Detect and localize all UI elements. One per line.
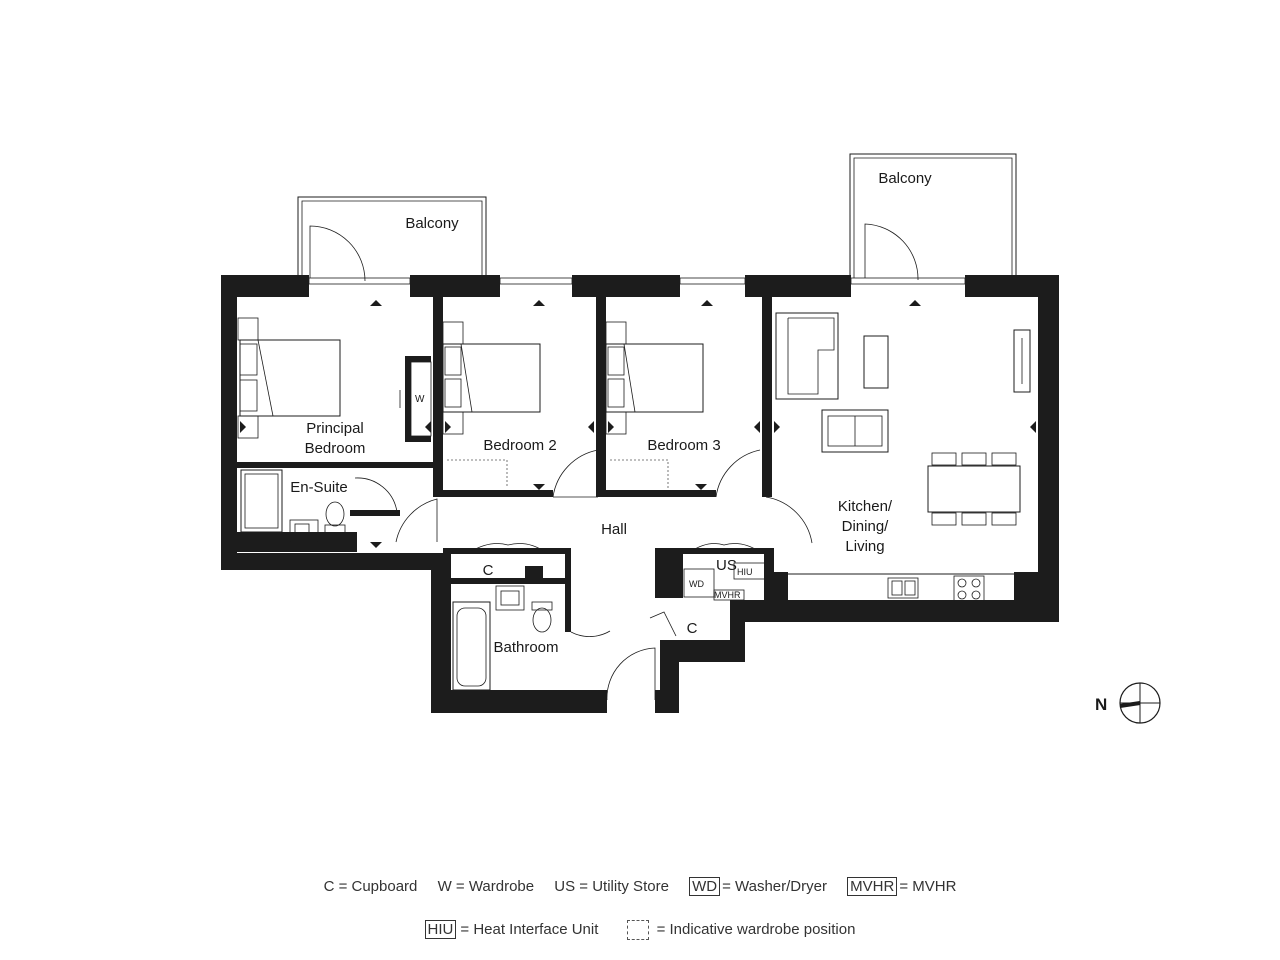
legend-hiu: HIU= Heat Interface Unit bbox=[424, 919, 599, 939]
fixture-markers bbox=[240, 300, 1036, 548]
cupboard-label-2: C bbox=[687, 620, 698, 637]
legend-hiu-code: HIU bbox=[424, 919, 457, 939]
bed-bedroom-3 bbox=[605, 321, 704, 488]
interior-walls bbox=[237, 297, 1038, 632]
legend-mvhr-text: = MVHR bbox=[899, 878, 957, 895]
kitchen-counter bbox=[788, 573, 1014, 603]
balcony-left bbox=[297, 196, 487, 282]
kitchen-label-1: Kitchen/ bbox=[838, 498, 893, 515]
principal-bedroom-label-1: Principal bbox=[306, 420, 364, 437]
north-label: N bbox=[1095, 695, 1107, 714]
kitchen-label-3: Living bbox=[845, 538, 884, 555]
kitchen-label-2: Dining/ bbox=[842, 518, 890, 535]
legend-utility: US = Utility Store bbox=[554, 878, 669, 895]
wardrobe-label: W bbox=[415, 394, 425, 405]
legend-wd-code: WD bbox=[689, 877, 721, 896]
hiu-label: HIU bbox=[737, 567, 753, 577]
legend-wardrobe-position-text: = Indicative wardrobe position bbox=[656, 920, 856, 938]
exterior-walls bbox=[221, 275, 1059, 713]
living-furniture bbox=[775, 312, 1031, 453]
bedroom-3-label: Bedroom 3 bbox=[647, 437, 720, 454]
utility-store: US WD HIU MVHR bbox=[683, 557, 767, 601]
washer-label: WD bbox=[689, 579, 704, 589]
balcony-right-label: Balcony bbox=[878, 170, 932, 187]
hall-label: Hall bbox=[601, 521, 627, 538]
mvhr-label: MVHR bbox=[714, 590, 741, 600]
bed-principal bbox=[237, 317, 341, 439]
bathroom-label: Bathroom bbox=[493, 639, 558, 656]
dashed-box-icon bbox=[626, 920, 649, 940]
wardrobe-unit: W bbox=[399, 361, 432, 437]
legend-cupboard: C = Cupboard bbox=[323, 878, 418, 895]
balcony-left-label: Balcony bbox=[405, 215, 459, 232]
legend-wd-text: = Washer/Dryer bbox=[722, 878, 827, 895]
bed-bedroom-2 bbox=[442, 321, 541, 488]
legend-wardrobe-position: = Indicative wardrobe position bbox=[619, 920, 856, 940]
dining-table bbox=[927, 452, 1021, 526]
room-labels: Balcony Balcony Principal Bedroom Bedroo… bbox=[290, 170, 932, 656]
ensuite-fittings bbox=[240, 469, 346, 543]
bathroom-fittings bbox=[452, 585, 553, 691]
legend-row-2: HIU= Heat Interface Unit = Indicative wa… bbox=[0, 919, 1280, 940]
legend-wardrobe: W = Wardrobe bbox=[437, 878, 535, 895]
doors bbox=[354, 449, 813, 701]
legend-hiu-text: = Heat Interface Unit bbox=[460, 920, 599, 938]
utility-label: US bbox=[716, 557, 737, 574]
principal-bedroom-label-2: Bedroom bbox=[305, 440, 366, 457]
legend-mvhr: MVHR= MVHR bbox=[847, 877, 957, 896]
compass-icon: N bbox=[1095, 682, 1161, 724]
ensuite-label: En-Suite bbox=[290, 479, 348, 496]
cupboard-label-1: C bbox=[483, 562, 494, 579]
balcony-right bbox=[849, 153, 1017, 281]
legend-row-1: C = Cupboard W = Wardrobe US = Utility S… bbox=[0, 877, 1280, 896]
legend-washer: WD= Washer/Dryer bbox=[689, 877, 827, 896]
bedroom-2-label: Bedroom 2 bbox=[483, 437, 556, 454]
legend-mvhr-code: MVHR bbox=[847, 877, 898, 896]
